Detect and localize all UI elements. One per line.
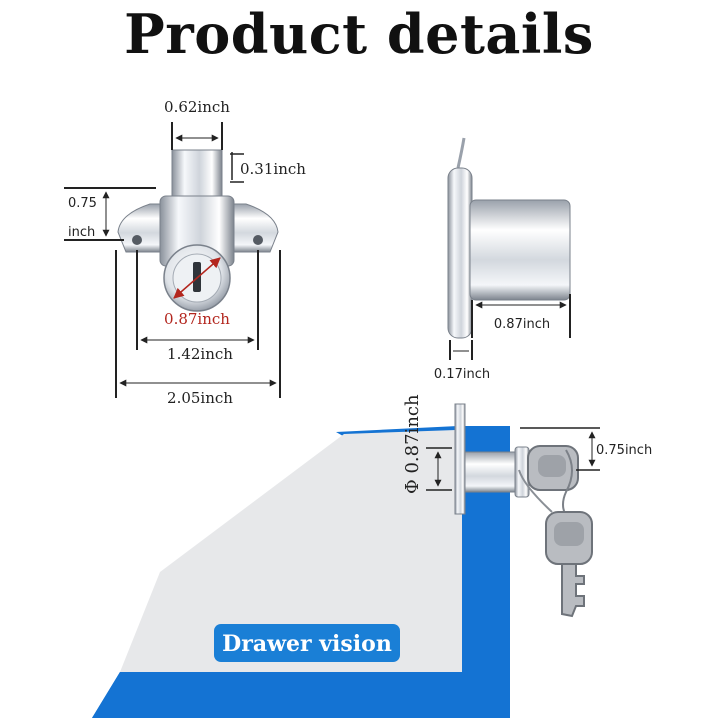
- dim-plate-height-line2: inch: [68, 225, 95, 240]
- dim-install-diameter-label: Φ 0.87inch: [402, 394, 423, 494]
- dim-plate-height-line1: 0.75: [68, 196, 97, 211]
- dim-top-height: 0.31inch: [230, 152, 306, 183]
- dim-plate-height: 0.75 inch: [64, 187, 156, 241]
- dim-hole-spacing-label: 1.42inch: [167, 345, 233, 363]
- dim-plate-thickness-label: 0.17inch: [434, 367, 490, 382]
- dim-total-width: 2.05inch: [115, 250, 281, 407]
- dim-cylinder-diameter-label: 0.87inch: [164, 310, 230, 328]
- dim-side-length: 0.87inch: [471, 294, 571, 338]
- dim-key-offset: 0.75inch: [520, 427, 652, 471]
- page-title: Product details: [124, 2, 594, 66]
- dim-cylinder-diameter: 0.87inch: [164, 257, 230, 328]
- dim-top-height-label: 0.31inch: [240, 160, 306, 178]
- dim-install-diameter: Φ 0.87inch: [402, 394, 452, 494]
- dim-hole-spacing: 1.42inch: [136, 250, 259, 363]
- dim-total-width-label: 2.05inch: [167, 389, 233, 407]
- dim-top-width-label: 0.62inch: [164, 98, 230, 116]
- dim-plate-thickness: 0.17inch: [434, 340, 490, 382]
- dim-side-length-label: 0.87inch: [494, 317, 550, 332]
- drawer-vision-badge: Drawer vision: [214, 624, 400, 662]
- side-view-lock: [447, 137, 571, 339]
- dim-key-offset-label: 0.75inch: [596, 443, 652, 458]
- drawer-vision-label: Drawer vision: [222, 631, 392, 657]
- installed-lock: [454, 403, 530, 515]
- keys: [518, 445, 593, 618]
- dim-top-width: 0.62inch: [164, 98, 230, 150]
- drawer-illustration: [92, 426, 510, 718]
